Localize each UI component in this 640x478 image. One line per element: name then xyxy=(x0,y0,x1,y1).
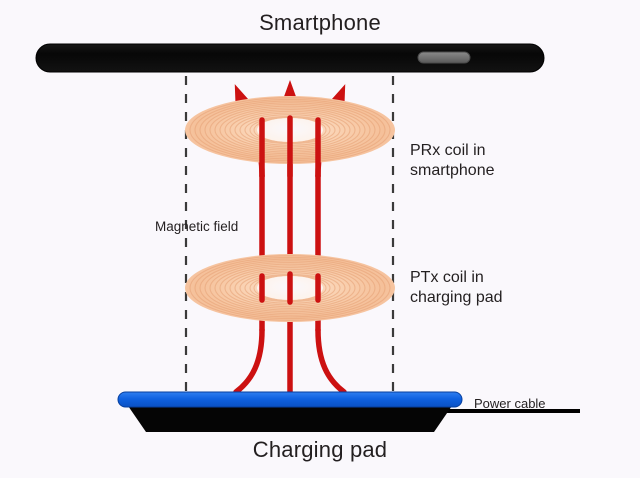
charging-pad-surface xyxy=(117,391,463,408)
field-lines-through-prx xyxy=(259,115,321,179)
page-title-smartphone: Smartphone xyxy=(259,10,381,35)
smartphone-body xyxy=(35,43,545,73)
label-ptx-coil: PTx coil in charging pad xyxy=(410,269,503,306)
charging-pad-base xyxy=(124,400,456,432)
page-title-charging-pad: Charging pad xyxy=(252,437,388,462)
speaker-grille xyxy=(417,51,471,64)
label-prx-coil: PRx coil in smartphone xyxy=(410,142,495,179)
label-magnetic-field: Magnetic field xyxy=(155,219,239,234)
charging-pad-body xyxy=(117,391,463,432)
label-power-cable: Power cable xyxy=(474,396,546,411)
field-lines-through-ptx xyxy=(259,271,321,305)
